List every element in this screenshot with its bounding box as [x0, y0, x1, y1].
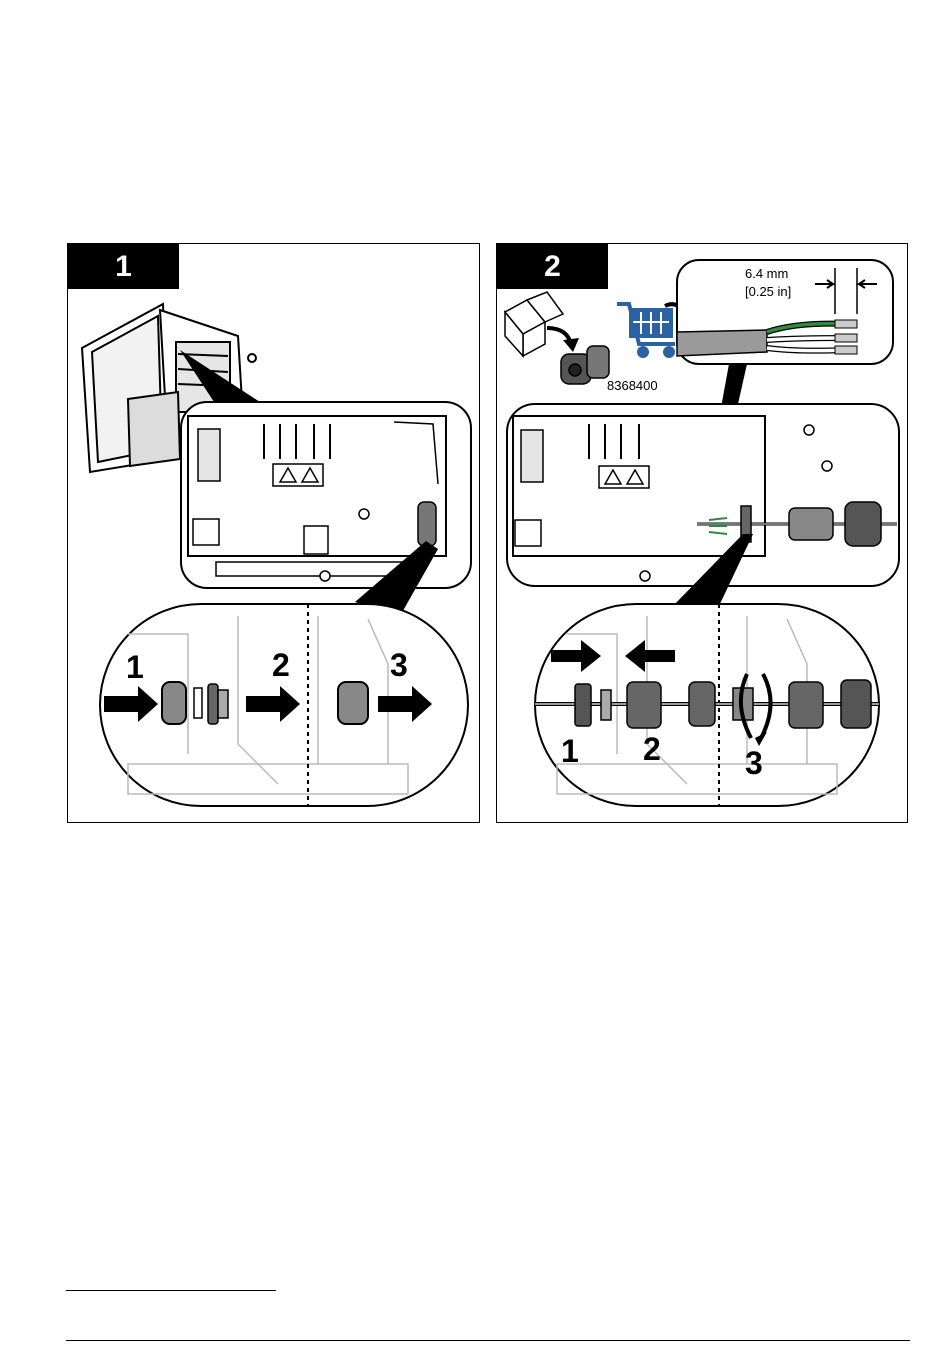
page-footer-divider [66, 1340, 910, 1341]
callout-1: 1 [561, 733, 579, 769]
callout-3: 3 [745, 745, 763, 781]
figure-panel-1: 1 [67, 243, 480, 823]
callout-2: 2 [643, 731, 661, 767]
wire-strip-inset: 6.4 mm [0.25 in] [677, 260, 893, 364]
shopping-cart-icon [617, 304, 675, 356]
zoomed-enclosure [507, 404, 899, 586]
footnote-divider [66, 1290, 276, 1291]
detail-oval: 1 2 3 [535, 604, 879, 806]
callout-2: 2 [272, 647, 290, 683]
cable-gland-icon [561, 346, 609, 384]
figure-panel-2: 2 8368400 [496, 243, 908, 823]
illustration-panel-1: 1 2 3 [68, 244, 481, 824]
detail-oval: 1 2 3 [100, 604, 468, 806]
callout-3: 3 [390, 647, 408, 683]
strip-length-in: [0.25 in] [745, 284, 791, 299]
part-number: 8368400 [607, 378, 658, 393]
callout-1: 1 [126, 649, 144, 685]
strip-length-mm: 6.4 mm [745, 266, 788, 281]
box-icon [505, 292, 563, 356]
illustration-panel-2: 8368400 [497, 244, 909, 824]
